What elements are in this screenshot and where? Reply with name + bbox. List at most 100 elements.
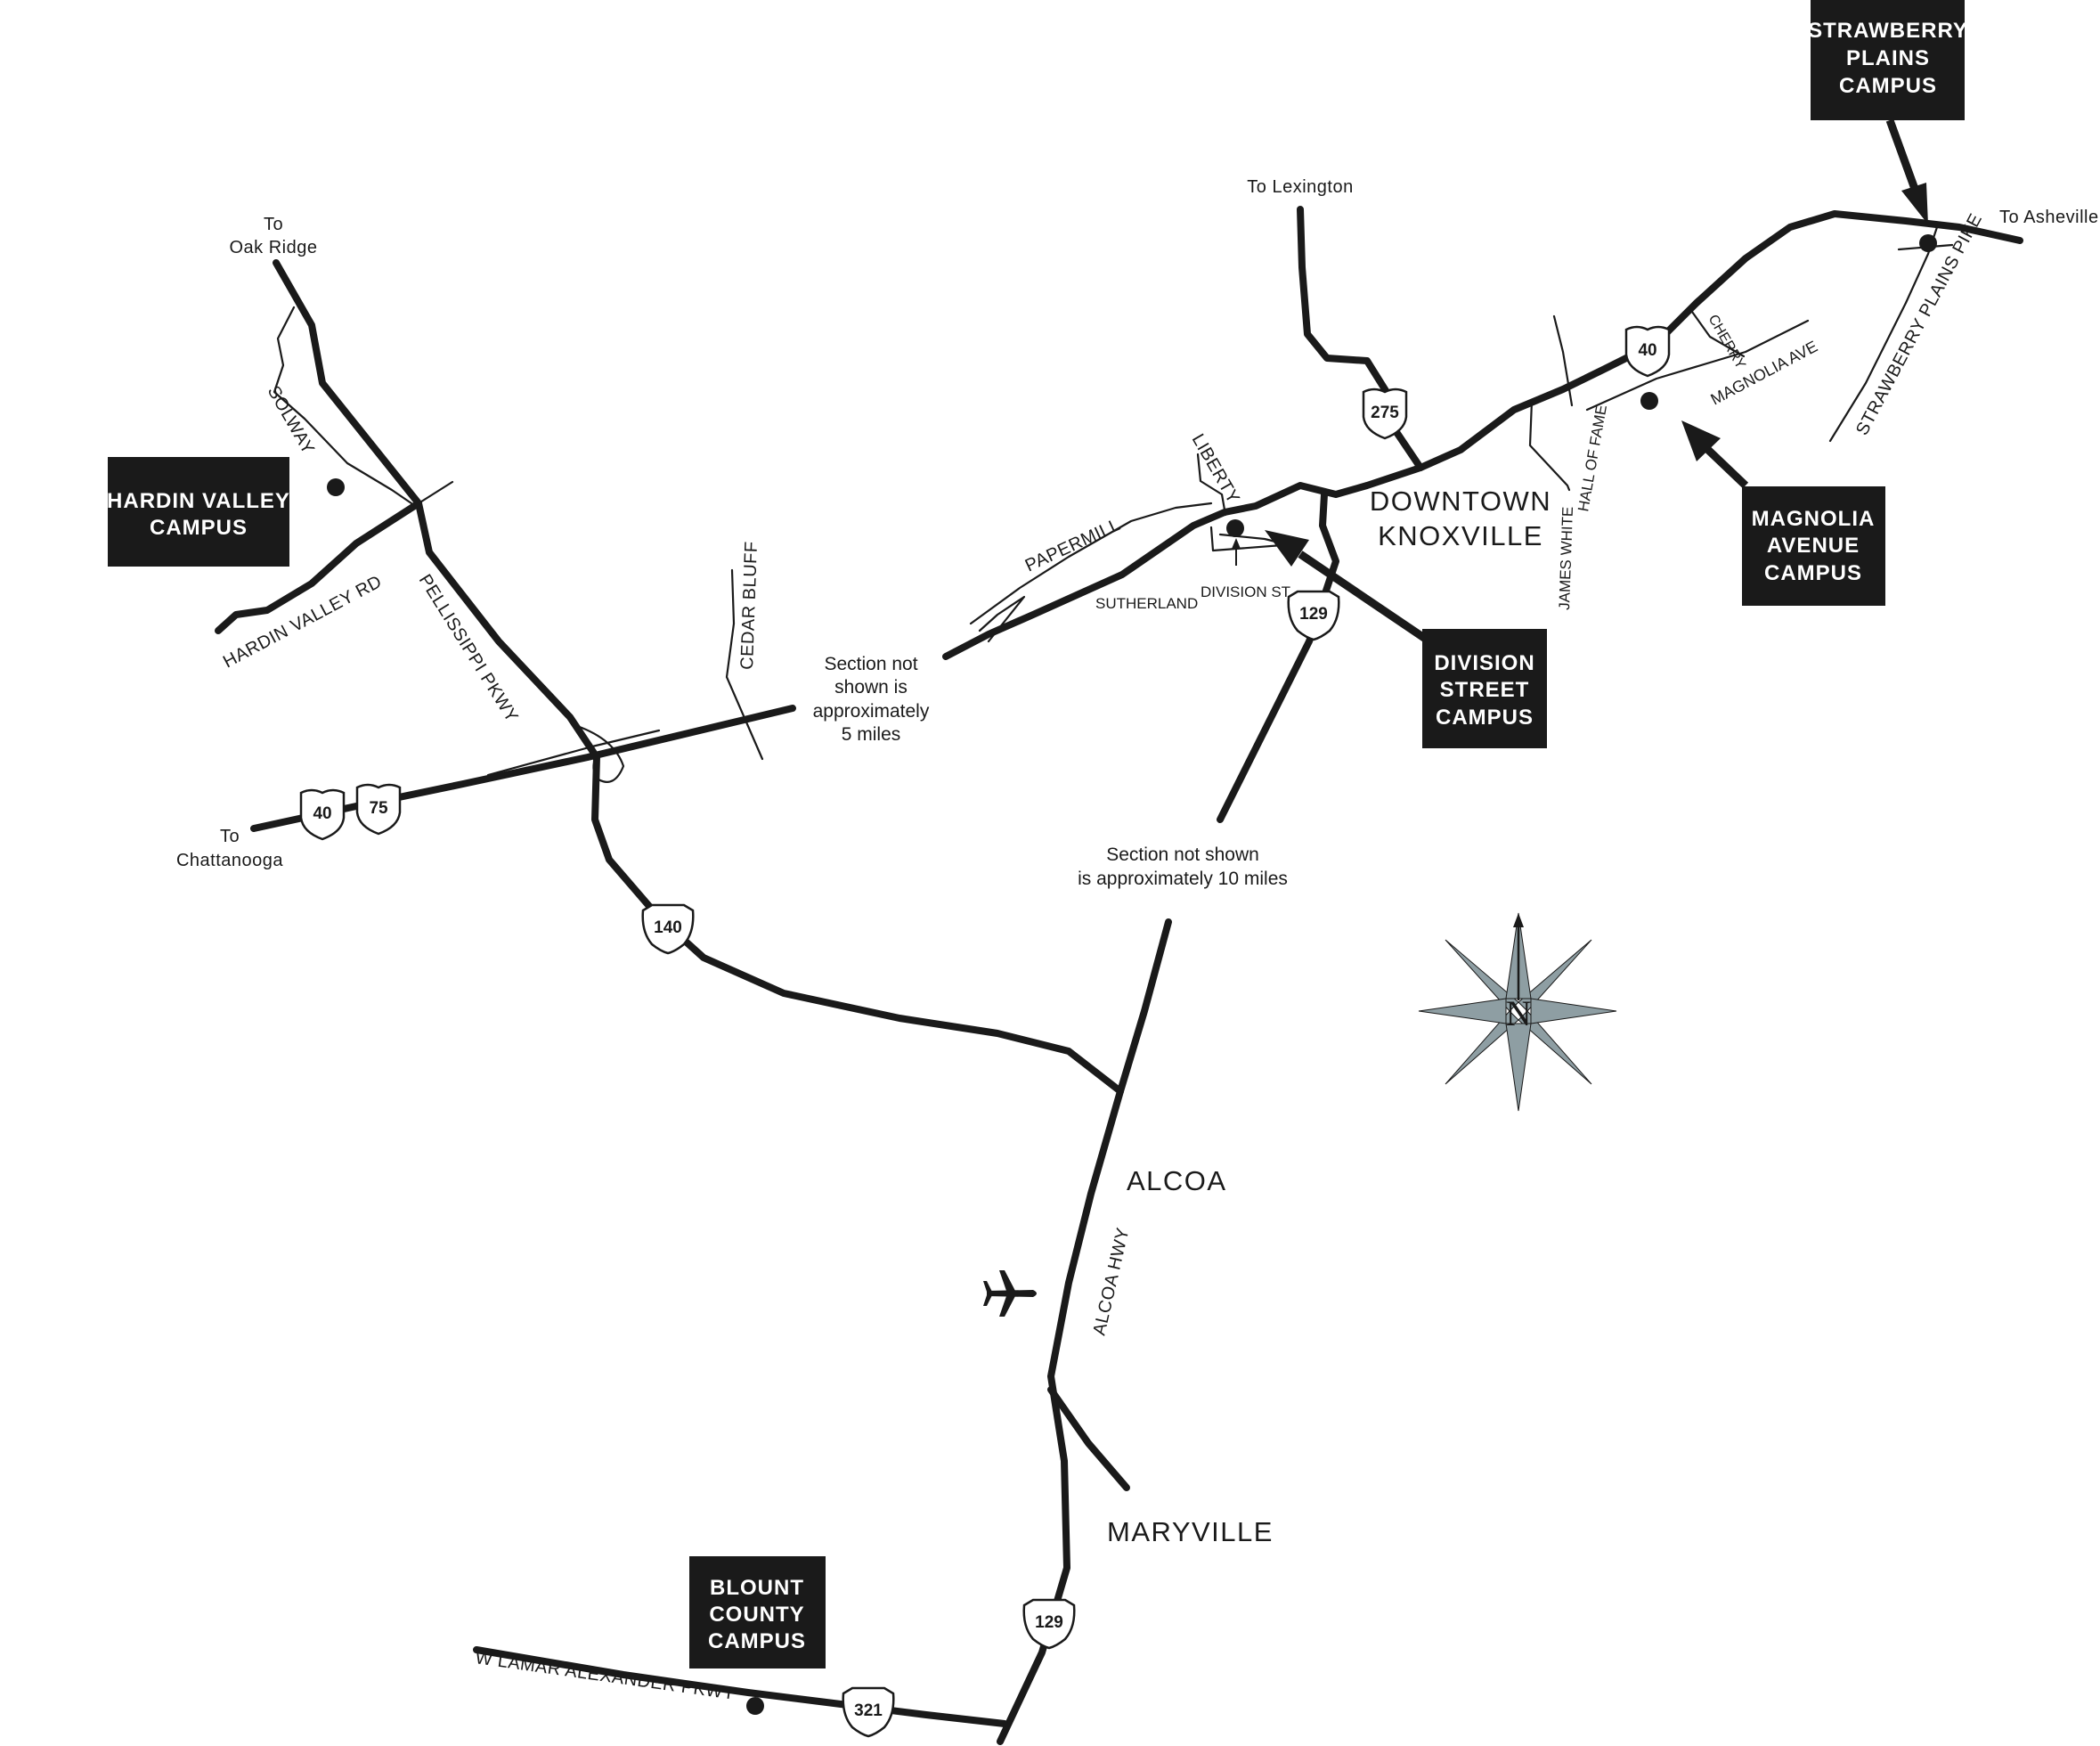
road-labels: SOLWAY HARDIN VALLEY RD PELLISSIPPI PKWY…	[220, 210, 1986, 1704]
svg-text:129: 129	[1035, 1613, 1063, 1632]
hall-of-fame-road	[1528, 399, 1571, 492]
section-notes: Section not shown is approximately 5 mil…	[813, 654, 1288, 889]
chattanooga-label: Chattanooga	[176, 851, 283, 870]
magnolia-ave-road	[1585, 319, 1810, 412]
magnolia-avenue-campus-dot[interactable]	[1640, 392, 1658, 410]
asheville-label: To Asheville	[1999, 208, 2099, 227]
highway-shields: 40 75 40 275 129 140 129 321	[299, 325, 1671, 1738]
liberty-label: LIBERTY	[1188, 431, 1243, 508]
lexington-label: To Lexington	[1247, 177, 1353, 197]
cedar-bluff-label: CEDAR BLUFF	[737, 541, 761, 670]
papermill-road-2	[978, 595, 1026, 643]
blount-line3: CAMPUS	[708, 1629, 806, 1653]
us129-north-shield: 129	[1287, 590, 1340, 641]
downtown-line1: DOWNTOWN	[1370, 485, 1551, 517]
i40-east-road	[942, 210, 2023, 660]
maryville-label: MARYVILLE	[1107, 1516, 1274, 1547]
i275-road	[1297, 206, 1424, 471]
svg-text:40: 40	[1638, 341, 1656, 360]
oak-ridge-label: Oak Ridge	[230, 238, 318, 257]
i40-75-west-2	[486, 729, 661, 777]
pellissippi-pkwy-road	[273, 259, 663, 921]
maryville-branch-road	[1047, 1386, 1130, 1491]
i75-shield: 75	[355, 783, 402, 836]
hardin-valley-line1: HARDIN VALLEY	[107, 489, 290, 513]
strawberry-plains-pike-label: STRAWBERRY PLAINS PIKE	[1852, 210, 1986, 438]
strawberry-plains-line2: PLAINS	[1846, 46, 1930, 70]
division-street-campus-box[interactable]: DIVISION STREET CAMPUS	[1422, 629, 1547, 748]
us140-shield: 140	[641, 903, 695, 955]
sutherland-label: SUTHERLAND	[1095, 595, 1198, 612]
liberty-road	[1196, 453, 1227, 517]
downtown-line2: KNOXVILLE	[1378, 520, 1543, 551]
division-line3: CAMPUS	[1436, 706, 1534, 730]
minor-roads	[273, 225, 1954, 761]
destination-labels: To Oak Ridge To Lexington To Asheville T…	[176, 177, 2099, 870]
campus-arrows	[1232, 118, 1928, 643]
section5-line2: shown is	[834, 677, 908, 698]
hardin-valley-east	[417, 480, 454, 505]
i275-shield: 275	[1362, 388, 1408, 440]
interchange-loop	[575, 724, 625, 783]
strawberry-plains-line3: CAMPUS	[1839, 74, 1937, 98]
division-st-pointer	[1232, 538, 1241, 566]
division-street-arrow	[1265, 530, 1429, 643]
blount-line2: COUNTY	[709, 1603, 804, 1627]
strawberry-plains-campus-box[interactable]: STRAWBERRY PLAINS CAMPUS	[1808, 0, 1968, 120]
svg-text:140: 140	[654, 918, 682, 937]
airplane-icon	[983, 1270, 1037, 1317]
section5-line4: 5 miles	[842, 724, 901, 745]
solway-label: SOLWAY	[264, 383, 318, 459]
papermill-label: PAPERMILL	[1022, 515, 1124, 576]
division-line1: DIVISION	[1434, 651, 1534, 675]
section5-line3: approximately	[813, 701, 930, 722]
strawberry-plains-arrow	[1885, 118, 1928, 224]
svg-text:321: 321	[854, 1701, 883, 1720]
compass-rose-icon: N	[1418, 912, 1617, 1112]
w-lamar-alexander-pkwy-road	[473, 1646, 1008, 1727]
sutherland-road	[1209, 526, 1284, 552]
division-street-campus-dot[interactable]	[1226, 519, 1244, 537]
alcoa-label: ALCOA	[1127, 1165, 1227, 1196]
svg-text:129: 129	[1299, 605, 1328, 624]
magnolia-line3: CAMPUS	[1764, 561, 1862, 585]
us129-north-road	[1217, 491, 1339, 823]
campus-dots	[327, 234, 1937, 1715]
svg-text:75: 75	[369, 799, 388, 818]
city-labels: DOWNTOWN KNOXVILLE ALCOA MARYVILLE	[1107, 485, 1551, 1547]
division-st-label: DIVISION ST	[1201, 583, 1290, 600]
strawberry-plains-line1: STRAWBERRY	[1808, 19, 1968, 43]
i40-east-shield: 40	[1624, 325, 1671, 378]
cherry-road	[1690, 310, 1746, 358]
compass-north-letter: N	[1506, 993, 1532, 1033]
solway-road	[273, 306, 413, 505]
hardin-valley-campus-dot[interactable]	[327, 478, 345, 496]
section10-line1: Section not shown	[1106, 844, 1259, 865]
oak-ridge-to: To	[264, 215, 283, 234]
james-white-label: JAMES WHITE	[1556, 506, 1576, 610]
us129-south-shield: 129	[1022, 1598, 1076, 1650]
magnolia-line1: MAGNOLIA	[1752, 507, 1876, 531]
major-roads	[215, 206, 2023, 1745]
blount-county-campus-dot[interactable]	[746, 1697, 764, 1715]
hardin-valley-rd-road	[215, 500, 422, 634]
magnolia-avenue-campus-box[interactable]: MAGNOLIA AVENUE CAMPUS	[1742, 486, 1885, 606]
hall-of-fame-label: HALL OF FAME	[1575, 404, 1610, 513]
hardin-valley-line2: CAMPUS	[150, 516, 248, 540]
blount-county-campus-box[interactable]: BLOUNT COUNTY CAMPUS	[689, 1556, 826, 1668]
us321-shield: 321	[842, 1686, 895, 1738]
route-140-road	[655, 914, 1124, 1095]
magnolia-line2: AVENUE	[1767, 534, 1860, 558]
svg-text:40: 40	[313, 804, 331, 823]
magnolia-avenue-arrow	[1681, 420, 1749, 489]
strawberry-plains-campus-dot[interactable]	[1919, 234, 1937, 252]
alcoa-hwy-label: ALCOA HWY	[1089, 1226, 1133, 1337]
section10-line2: is approximately 10 miles	[1078, 869, 1288, 889]
blount-line1: BLOUNT	[710, 1576, 804, 1600]
svg-text:275: 275	[1371, 404, 1399, 422]
chattanooga-to: To	[220, 827, 240, 846]
section5-line1: Section not	[824, 654, 917, 674]
division-line2: STREET	[1440, 678, 1530, 702]
hardin-valley-campus-box[interactable]: HARDIN VALLEY CAMPUS	[107, 457, 290, 567]
